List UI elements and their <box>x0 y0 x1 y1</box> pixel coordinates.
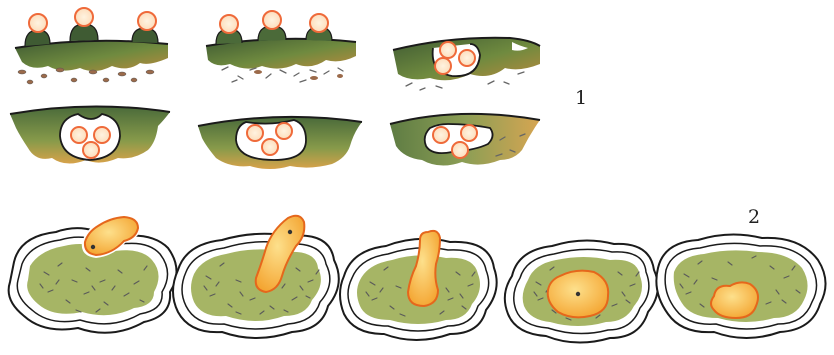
cell-icon <box>310 14 328 32</box>
nucleus-icon <box>576 292 580 296</box>
stage-2d <box>505 240 658 342</box>
stage-2e <box>656 234 825 338</box>
stage-2b <box>173 216 339 338</box>
stage-2c <box>340 231 497 340</box>
cell-icon <box>262 139 278 155</box>
stage-1f <box>390 114 540 166</box>
cell-icon <box>75 8 93 26</box>
cell-icon <box>138 12 156 30</box>
cell-icon <box>433 127 449 143</box>
cell-icon <box>247 125 263 141</box>
stage-1e <box>198 117 362 169</box>
stage-1d <box>10 106 170 163</box>
cell-icon <box>459 50 475 66</box>
cell-icon <box>452 142 468 158</box>
stage-2a <box>9 214 177 333</box>
cell-icon <box>29 14 47 32</box>
panel-number-1: 1 <box>575 87 587 109</box>
stage-1c <box>393 38 540 90</box>
cell-icon <box>220 15 238 33</box>
cell-icon <box>440 42 456 58</box>
cell-icon <box>263 11 281 29</box>
cell-icon <box>461 125 477 141</box>
cell-icon <box>94 127 110 143</box>
organism-icon <box>711 282 758 318</box>
cell-icon <box>276 123 292 139</box>
stage-1b <box>206 11 356 82</box>
cell-icon <box>83 142 99 158</box>
cell-icon <box>435 58 451 74</box>
cell-icon <box>71 127 87 143</box>
nucleus-icon <box>91 245 95 249</box>
series-2 <box>9 214 826 343</box>
panel-number-2: 2 <box>748 206 760 228</box>
stage-1a <box>15 8 168 84</box>
series-1 <box>10 8 540 169</box>
nucleus-icon <box>288 230 292 234</box>
